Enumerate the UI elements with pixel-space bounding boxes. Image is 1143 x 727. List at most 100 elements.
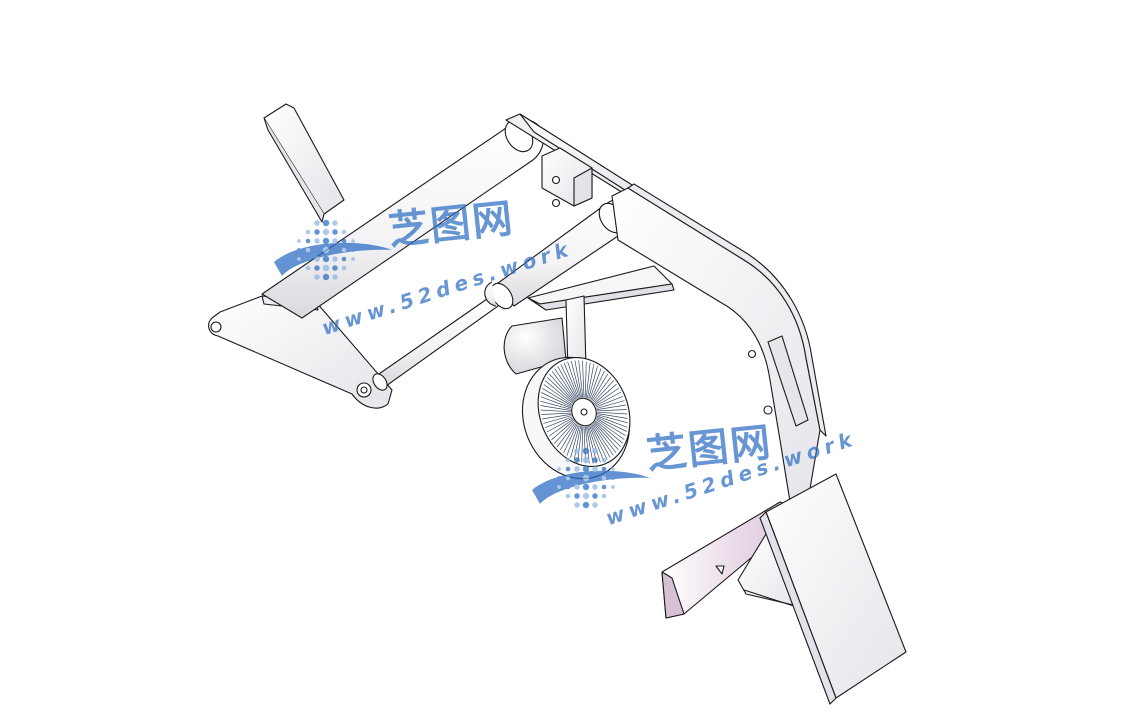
watermark-dot: [322, 237, 330, 245]
watermark-dot: [565, 493, 571, 499]
brush-bristle: [559, 423, 577, 451]
watermark-dot: [582, 483, 590, 491]
brush-bristle: [540, 396, 572, 409]
brush-bristle: [591, 373, 609, 401]
brush-bristle: [594, 421, 621, 447]
brush-bristle: [541, 392, 572, 408]
watermark-dot: [341, 238, 347, 244]
watermark-dot: [297, 248, 301, 252]
watermark-dot: [611, 485, 615, 489]
watermark-dot: [592, 466, 598, 472]
brush-bristle: [588, 426, 601, 463]
brush-bristle: [540, 409, 571, 413]
curved-main-arm: [611, 183, 827, 515]
brush-bristle: [551, 420, 575, 441]
brush-bristle: [577, 426, 583, 462]
watermark-dot: [601, 475, 607, 481]
brush-bristle: [589, 368, 602, 400]
watermark-dot: [582, 465, 590, 473]
brush-bristle: [541, 412, 571, 415]
watermark-dot: [341, 247, 347, 253]
angled-strut: [527, 265, 675, 311]
watermark-dot: [611, 476, 615, 480]
watermark-dot: [332, 229, 338, 235]
rotary-brush: [521, 356, 631, 480]
brush-bristle: [543, 415, 572, 424]
watermark-dot: [305, 265, 311, 271]
watermark-dot: [314, 247, 320, 253]
pivot-hole: [210, 321, 222, 333]
brush-bristle: [553, 421, 575, 444]
watermark-dot: [565, 457, 571, 463]
brush-bristle: [563, 423, 578, 454]
watermark-dot: [297, 239, 301, 243]
brush-bristle: [596, 404, 626, 410]
brush-bristle: [545, 380, 573, 404]
brush-bristle: [596, 415, 628, 428]
watermark-dot: [582, 456, 590, 464]
brush-bristle: [592, 424, 614, 456]
brush-bristle: [574, 360, 583, 398]
brush-bristle: [588, 366, 598, 399]
brush-bristle: [587, 364, 595, 399]
watermark-dot: [592, 448, 598, 454]
brush-bristle: [589, 425, 605, 462]
foot-pad: [759, 473, 907, 705]
brush-bristle: [560, 364, 578, 399]
watermark-dot: [611, 467, 615, 471]
watermark-dot: [297, 257, 301, 261]
watermark-dot: [351, 248, 355, 252]
watermark-dot: [601, 466, 607, 472]
watermark-dot: [305, 256, 311, 262]
brush-bristle: [593, 423, 617, 454]
watermark-dot: [592, 475, 598, 481]
brush-bristle: [597, 411, 628, 415]
watermark-dot: [557, 476, 561, 480]
watermark-dot: [565, 484, 571, 490]
bolt: [551, 198, 561, 208]
brush-bristle: [581, 426, 584, 463]
watermark-dot: [305, 238, 311, 244]
brush-bristle: [597, 413, 628, 419]
watermark-dot: [574, 484, 580, 490]
watermark-dot: [557, 467, 561, 471]
brush-bristle: [546, 417, 573, 433]
brush-bristle: [554, 368, 576, 400]
watermark-dot: [332, 238, 338, 244]
brush-bristle: [591, 424, 611, 458]
brush-bristle: [593, 380, 615, 403]
watermark-dot: [582, 447, 590, 455]
watermark-dot: [557, 485, 561, 489]
brush-bristle: [584, 361, 587, 398]
watermark-dot: [314, 265, 320, 271]
brush-bristle: [595, 420, 623, 444]
watermark-dot: [332, 265, 338, 271]
brush-bristle: [570, 425, 580, 458]
watermark-dot: [314, 229, 320, 235]
brush-bristle: [548, 418, 574, 437]
brush-bristle: [585, 362, 591, 398]
brush-bristle: [590, 425, 608, 460]
brush-bristle: [556, 422, 576, 448]
watermark-dot: [601, 484, 607, 490]
brush-bristle: [540, 400, 571, 410]
brush-bristle: [551, 370, 575, 401]
brush-bristle: [540, 405, 571, 411]
watermark-dot: [582, 501, 590, 509]
brush-bristle: [543, 384, 573, 405]
watermark-dot: [574, 466, 580, 472]
watermark-logo-top: [274, 219, 392, 281]
watermark-dot: [322, 228, 330, 236]
brush-bristle: [597, 409, 627, 412]
bolt: [763, 405, 773, 415]
watermark-dot: [341, 229, 347, 235]
watermark-dot: [314, 274, 320, 280]
watermark-dot: [574, 457, 580, 463]
side-clamp: [767, 335, 809, 427]
watermark-dot: [305, 229, 311, 235]
brush-bristle: [593, 422, 619, 451]
watermark-dot: [322, 264, 330, 272]
brush-bristle: [590, 370, 605, 401]
brush-bristle: [585, 426, 594, 464]
brush-bristle: [573, 425, 581, 460]
